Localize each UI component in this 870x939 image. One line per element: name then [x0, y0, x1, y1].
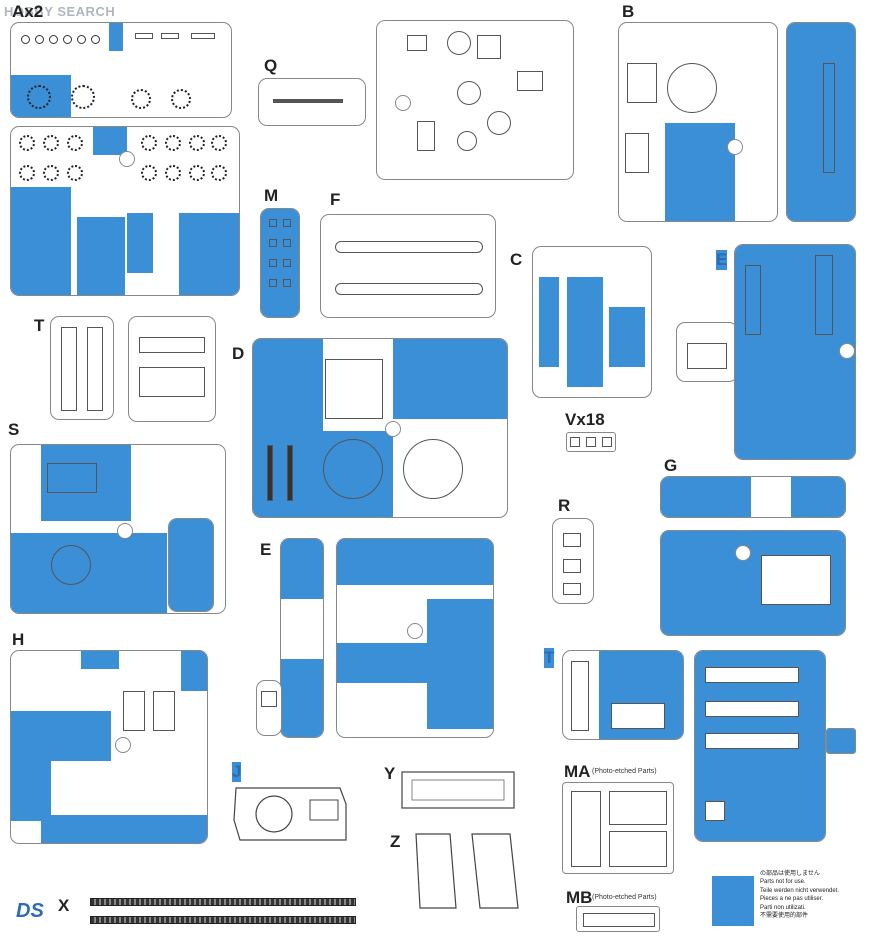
sprue-label-t-right: T: [544, 648, 555, 668]
hobby-search-watermark: HOBBY SEARCH: [4, 4, 116, 19]
sprue-label-v: Vx18: [565, 410, 605, 429]
track-link-run-lower: [90, 916, 356, 924]
sprue-g: [660, 530, 846, 636]
sprue-e-mid: [336, 538, 494, 738]
ma-photo-etched-note: (Photo-etched Parts): [592, 768, 657, 775]
sprue-b-side: [786, 22, 856, 222]
sprue-e-top-handle: [676, 322, 738, 382]
sprue-q: [258, 78, 366, 126]
sprue-label-s: S: [8, 420, 20, 439]
legend-line-fr: Pieces a ne pas utiliser.: [760, 896, 824, 903]
sprue-label-m: M: [264, 186, 279, 205]
legend-line-it: Parti non utilizati.: [760, 904, 806, 911]
sprue-e-mid-left: [280, 538, 324, 738]
sprue-label-f: F: [330, 190, 341, 209]
sprue-t-right: [562, 650, 684, 740]
sprue-g-top: [660, 476, 846, 518]
sprue-y-part: [401, 771, 515, 809]
sprue-label-c: C: [510, 250, 523, 269]
sprue-ma: [562, 782, 674, 874]
legend-line-jp: の部品は使用しません: [760, 871, 820, 877]
sprue-label-g: G: [664, 456, 678, 475]
sprue-mb: [576, 906, 660, 932]
unused-parts-legend-text: の部品は使用しません Parts not for use. Teile werd…: [760, 870, 839, 920]
sprue-label-x: X: [58, 896, 70, 915]
sprue-label-q: Q: [264, 56, 278, 75]
sprue-d: [252, 338, 508, 518]
sprue-label-a: Ax2: [12, 2, 44, 21]
sprue-f: [320, 214, 496, 318]
sprue-m: [260, 208, 300, 318]
sprue-label-e-top: E: [716, 250, 728, 270]
ds-logo: DS: [16, 900, 44, 922]
sprue-a-lower: [10, 126, 240, 296]
mb-photo-etched-note: (Photo-etched Parts): [592, 894, 657, 901]
legend-line-cn: 不需要使用的部件: [760, 913, 809, 920]
sprue-label-z: Z: [390, 832, 401, 851]
sprue-h: [10, 650, 208, 844]
sprue-r: [552, 518, 594, 604]
sprue-label-b: B: [622, 2, 635, 21]
sprue-j-hull-part: [233, 787, 347, 841]
unused-parts-legend-swatch: [712, 876, 754, 926]
sprue-label-r: R: [558, 496, 571, 515]
sprue-v: [566, 432, 616, 452]
sprue-label-h: H: [12, 630, 25, 649]
sprue-label-y: Y: [384, 764, 396, 783]
sprue-t-left-2: [128, 316, 216, 422]
sprue-label-mb: MB: [566, 888, 593, 907]
sprue-s-side: [168, 518, 214, 612]
track-link-run-upper: [90, 898, 356, 906]
sprue-label-d: D: [232, 344, 245, 363]
sprue-b: [618, 22, 778, 222]
legend-line-de: Teile werden nicht verwendet.: [760, 887, 840, 894]
sprue-a-upper: [10, 22, 232, 118]
sprue-label-j: J: [232, 762, 242, 782]
sprue-label-e-mid: E: [260, 540, 272, 559]
sprue-right-bottom: [694, 650, 826, 842]
sprue-t-left: [50, 316, 114, 420]
sprue-z-parts: [415, 833, 519, 909]
sprue-label-ma: MA: [564, 762, 591, 781]
sprue-right-bottom-tab: [826, 728, 856, 754]
legend-line-en: Parts not for use.: [760, 879, 806, 886]
sprue-label-t-left: T: [34, 316, 45, 335]
sprue-e-mid-small: [256, 680, 282, 736]
sprue-top-center: [376, 20, 574, 180]
sprue-c: [532, 246, 652, 398]
sprue-e-top: [734, 244, 856, 460]
